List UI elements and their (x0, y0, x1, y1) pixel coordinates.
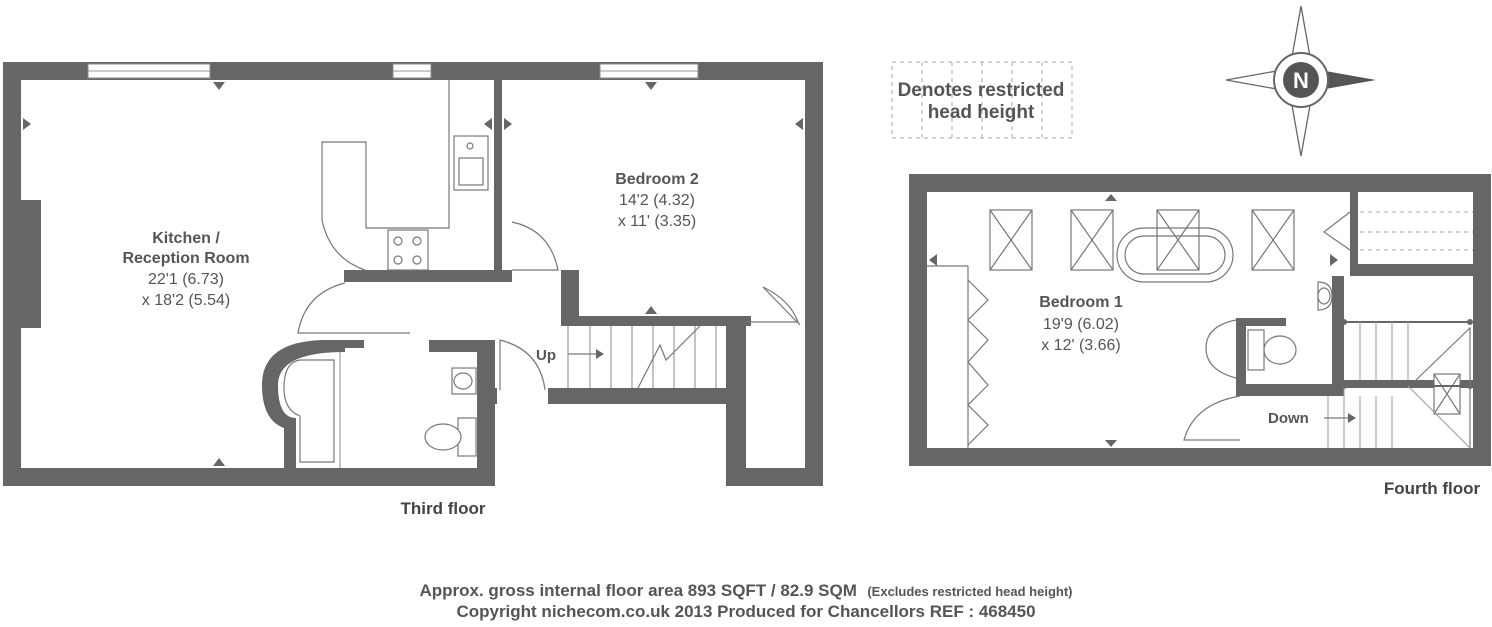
roof-window (989, 209, 1461, 415)
wc (1247, 329, 1265, 371)
south-wall-right (726, 468, 823, 486)
kitchen-worktop (321, 80, 450, 271)
third-floor-label: Third floor (401, 499, 486, 518)
north-wall (909, 174, 1491, 192)
bedroom2-dim: 14'2 (4.32) (619, 192, 695, 209)
east-wall (805, 62, 823, 486)
staircase-up (567, 325, 717, 389)
south-wall-left (3, 468, 495, 486)
staircase-down (1324, 319, 1473, 449)
ensuite-door (1205, 319, 1237, 379)
copyright-text: Copyright nichecom.co.uk 2013 Produced f… (456, 602, 1035, 621)
stair-south-wall (548, 388, 740, 404)
bathroom-wall (429, 340, 487, 352)
bedroom1-dim: 19'9 (6.02) (1043, 316, 1119, 333)
eaves-door (1322, 211, 1351, 251)
west-wall (909, 174, 927, 466)
kitchen-name: Reception Room (122, 250, 249, 267)
restricted-height-legend: Denotes restricted head height (891, 61, 1073, 139)
partition-wall (494, 80, 502, 270)
kitchen-name: Kitchen / (152, 230, 220, 247)
east-wall (1473, 174, 1491, 466)
bedroom2-dim: x 11' (3.35) (618, 213, 696, 230)
chimney-breast (21, 200, 41, 328)
compass-letter: N (1293, 68, 1309, 93)
fourth-floor-label: Fourth floor (1384, 479, 1481, 498)
legend-text: Denotes restricted (898, 80, 1065, 101)
bathroom-door (499, 339, 546, 391)
bath-surround-wall (262, 340, 345, 468)
cupboard-wall (726, 316, 746, 486)
corridor-wall (561, 270, 579, 318)
kitchen-dim: 22'1 (6.73) (148, 271, 224, 288)
compass-icon: N (1225, 5, 1376, 157)
kitchen-inner-wall (344, 270, 512, 282)
legend-text: head height (928, 102, 1035, 123)
floor-area-note: (Excludes restricted head height) (867, 584, 1072, 599)
floor-area-text: Approx. gross internal floor area 893 SQ… (419, 581, 1072, 600)
landing-wall (1350, 192, 1358, 266)
third-floor-plan: Kitchen / Reception Room 22'1 (6.73) x 1… (3, 62, 823, 518)
floor-area-main: Approx. gross internal floor area 893 SQ… (419, 581, 856, 600)
bedroom1-name: Bedroom 1 (1039, 294, 1123, 311)
bedroom2-name: Bedroom 2 (615, 171, 699, 188)
ensuite-wall (1236, 318, 1246, 396)
hob (387, 229, 429, 271)
bath (283, 359, 335, 463)
bedroom1-door (1183, 395, 1241, 441)
corridor-wall (561, 316, 751, 326)
fourth-floor-plan: Bedroom 1 19'9 (6.02) x 12' (3.66) Down … (909, 174, 1491, 498)
bedroom1-dim: x 12' (3.66) (1041, 337, 1121, 354)
kitchen-dim: x 18'2 (5.54) (142, 292, 230, 309)
landing-wall (1332, 276, 1344, 396)
stairs-down-label: Down (1268, 410, 1309, 427)
kitchen-door (297, 282, 346, 334)
south-wall (909, 448, 1491, 466)
bedroom2-door (511, 221, 559, 271)
footer: Approx. gross internal floor area 893 SQ… (419, 581, 1072, 621)
west-wall (3, 62, 21, 486)
stairs-up-label: Up (536, 347, 556, 364)
cupboard-door (745, 286, 799, 323)
